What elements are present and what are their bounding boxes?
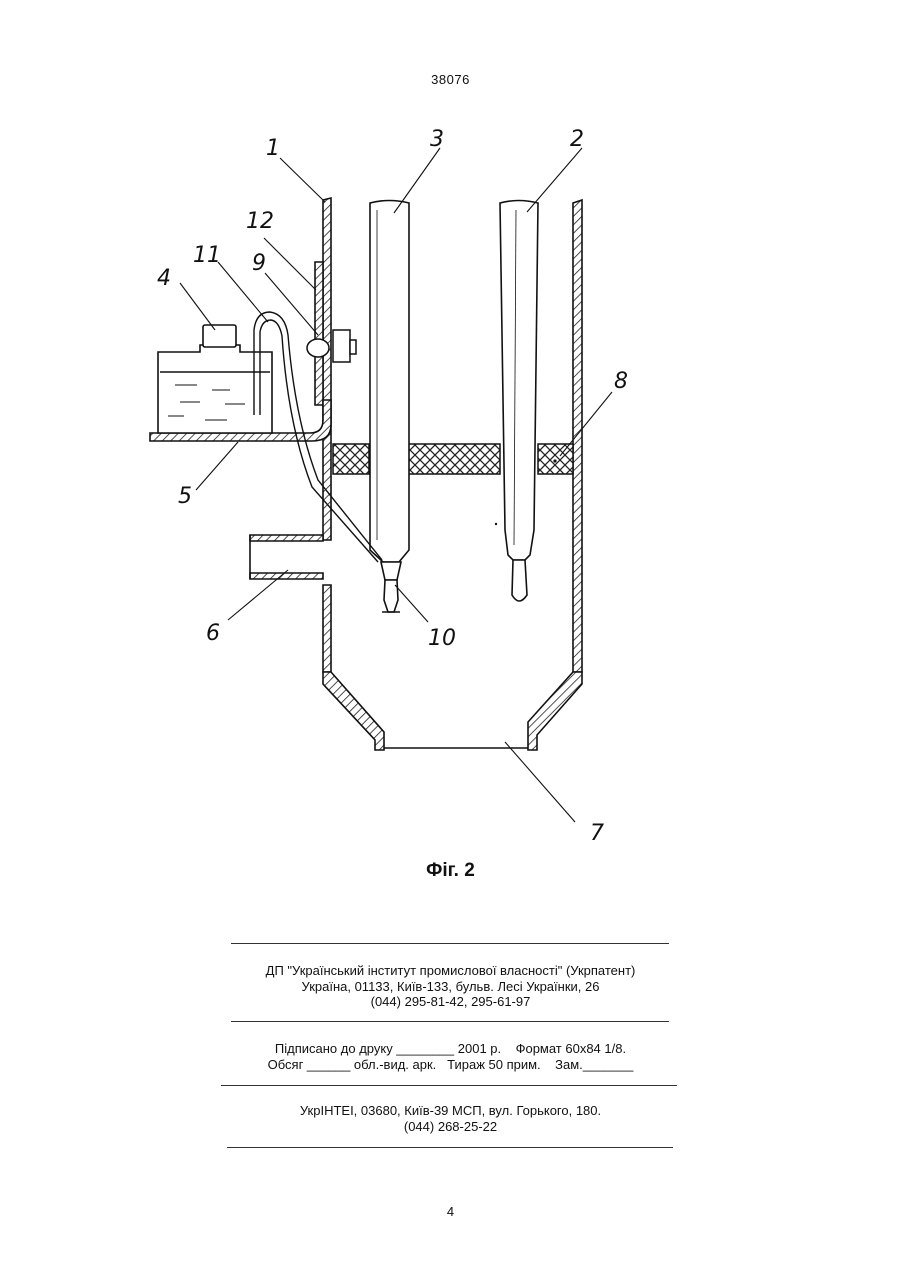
technical-drawing: 1 2 3 4 5 6 7 8 9 10 11 12 <box>140 115 760 855</box>
right-wall <box>573 200 582 672</box>
printer-block: УкрІНТЕІ, 03680, Київ-39 МСП, вул. Горьк… <box>0 1103 901 1134</box>
publisher-line: (044) 295-81-42, 295-61-97 <box>0 994 901 1010</box>
divider <box>231 943 669 944</box>
divider <box>221 1085 677 1086</box>
publisher-block: ДП "Український інститут промислової вла… <box>0 963 901 1010</box>
label-9: 9 <box>252 251 266 276</box>
printer-line: (044) 268-25-22 <box>0 1119 901 1135</box>
printer-line: УкрІНТЕІ, 03680, Київ-39 МСП, вул. Горьк… <box>0 1103 901 1119</box>
conical-bottom <box>323 672 582 750</box>
label-1: 1 <box>266 136 280 161</box>
publisher-line: ДП "Український інститут промислової вла… <box>0 963 901 979</box>
branch-pipe <box>250 535 323 579</box>
label-6: 6 <box>206 621 220 646</box>
label-3: 3 <box>430 127 444 152</box>
mesh-partition <box>333 444 573 474</box>
thermometer-2 <box>500 201 538 602</box>
tube-3 <box>370 201 409 613</box>
label-11: 11 <box>193 243 221 268</box>
label-5: 5 <box>178 484 192 509</box>
print-info-block: Підписано до друку ________ 2001 р. Форм… <box>0 1041 901 1072</box>
tank-4 <box>158 325 272 433</box>
print-info-line: Обсяг ______ обл.-вид. арк. Тираж 50 при… <box>0 1057 901 1073</box>
label-4: 4 <box>157 266 171 291</box>
figure-caption: Фіг. 2 <box>0 860 901 882</box>
page-number-top: 38076 <box>0 72 901 87</box>
print-info-line: Підписано до друку ________ 2001 р. Форм… <box>0 1041 901 1057</box>
publisher-line: Україна, 01133, Київ-133, бульв. Лесі Ук… <box>0 979 901 995</box>
label-10: 10 <box>428 626 456 651</box>
label-12: 12 <box>246 209 274 234</box>
label-2: 2 <box>570 127 584 152</box>
divider <box>231 1021 669 1022</box>
page-number-bottom: 4 <box>0 1204 901 1219</box>
label-7: 7 <box>590 821 604 846</box>
divider <box>227 1147 673 1148</box>
label-8: 8 <box>614 369 628 394</box>
